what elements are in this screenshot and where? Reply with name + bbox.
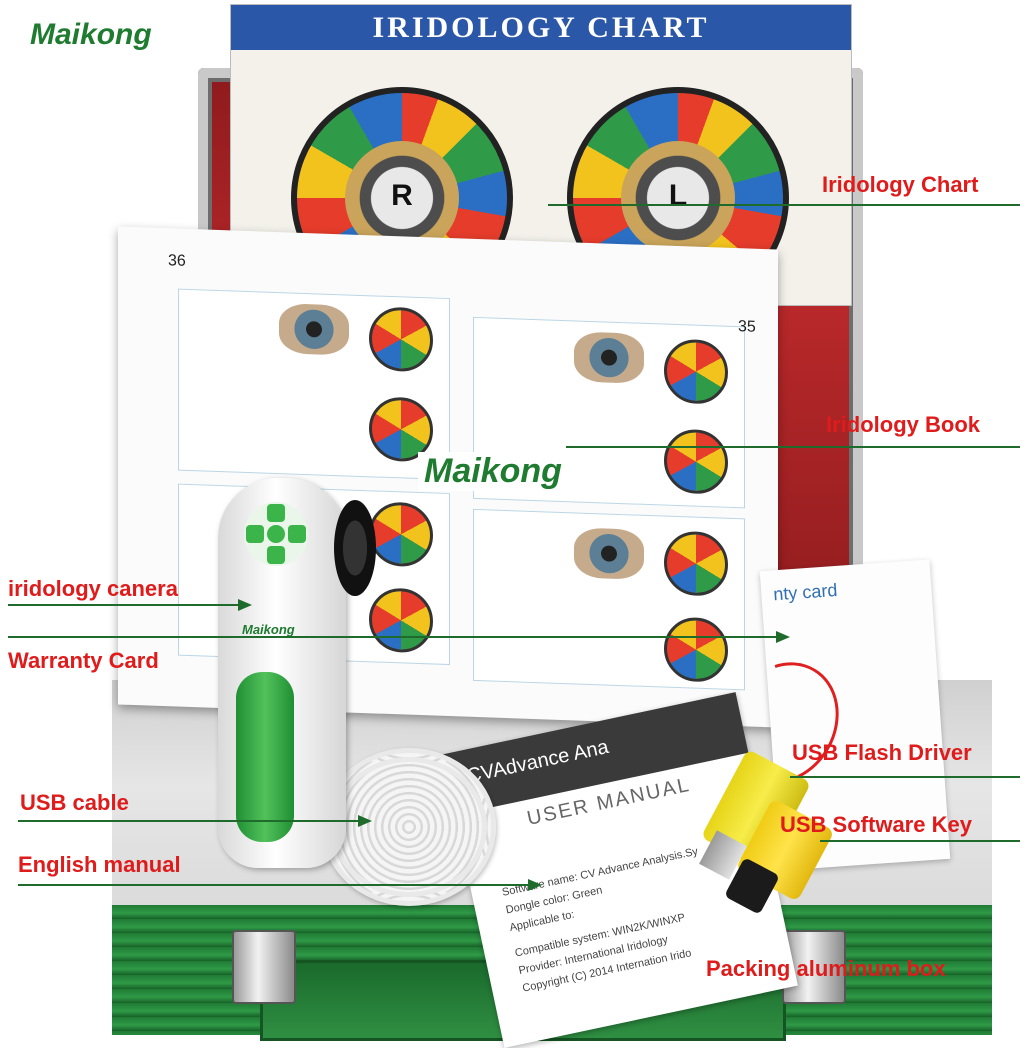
book-panel-top-left bbox=[178, 288, 450, 481]
callout-usb-flash-driver: USB Flash Driver bbox=[792, 740, 972, 765]
leader-line-usb-key bbox=[820, 840, 1020, 842]
leader-line-book bbox=[566, 446, 1020, 448]
manual-brand: CVAdvance Ana bbox=[464, 735, 611, 788]
eye-photo bbox=[574, 527, 644, 580]
eye-photo bbox=[279, 303, 349, 356]
brand-logo-top: Maikong bbox=[30, 18, 152, 51]
dpad-right-button bbox=[288, 525, 306, 543]
leader-line-usb-flash bbox=[790, 776, 1020, 778]
case-latch-left bbox=[232, 930, 296, 1004]
chart-banner bbox=[231, 5, 851, 50]
leader-line-warranty bbox=[8, 636, 778, 638]
leader-line-manual bbox=[18, 884, 530, 886]
callout-warranty-card: Warranty Card bbox=[8, 648, 159, 673]
dpad-left-button bbox=[246, 525, 264, 543]
book-page-number-left: 36 bbox=[168, 252, 186, 270]
mini-iris-chart bbox=[369, 501, 433, 568]
chart-title: IRIDOLOGY CHART bbox=[372, 11, 710, 44]
callout-usb-cable: USB cable bbox=[20, 790, 129, 815]
arrow-cable bbox=[358, 815, 372, 827]
warranty-card-title: nty card bbox=[772, 579, 838, 605]
iris-pupil-left: L bbox=[621, 141, 735, 255]
camera-dpad bbox=[244, 502, 308, 566]
callout-packing-box: Packing aluminum box bbox=[706, 956, 946, 981]
book-panel-bottom-right bbox=[473, 508, 745, 691]
arrow-warranty bbox=[776, 631, 790, 643]
camera-grip bbox=[236, 672, 294, 842]
mini-iris-chart bbox=[664, 530, 728, 597]
book-page-number-right: 35 bbox=[738, 318, 756, 336]
leader-line-cable bbox=[18, 820, 360, 822]
brand-logo-center: Maikong bbox=[418, 452, 568, 491]
eye-photo bbox=[574, 331, 644, 384]
callout-iridology-chart: Iridology Chart bbox=[822, 172, 979, 197]
dpad-center-button bbox=[267, 525, 285, 543]
mini-iris-chart bbox=[664, 338, 728, 405]
callout-iridology-book: Iridology Book bbox=[826, 412, 980, 437]
camera-logo: Maikong bbox=[242, 622, 295, 637]
dpad-up-button bbox=[267, 504, 285, 522]
arrow-manual bbox=[528, 879, 542, 891]
mini-iris-chart bbox=[369, 306, 433, 373]
camera-lens bbox=[334, 500, 376, 596]
callout-iridology-camera: iridology canera bbox=[8, 576, 178, 601]
callout-english-manual: English manual bbox=[18, 852, 181, 877]
leader-line-camera bbox=[8, 604, 240, 606]
mini-iris-chart bbox=[664, 428, 728, 495]
callout-usb-software-key: USB Software Key bbox=[780, 812, 972, 837]
usb-cable-coil bbox=[322, 748, 496, 906]
iris-letter-left: L bbox=[668, 179, 688, 212]
mini-iris-chart bbox=[369, 587, 433, 654]
leader-line-chart bbox=[548, 204, 1020, 206]
arrow-camera bbox=[238, 599, 252, 611]
dpad-down-button bbox=[267, 546, 285, 564]
iris-letter-right: R bbox=[391, 179, 413, 212]
mini-iris-chart bbox=[664, 616, 728, 683]
